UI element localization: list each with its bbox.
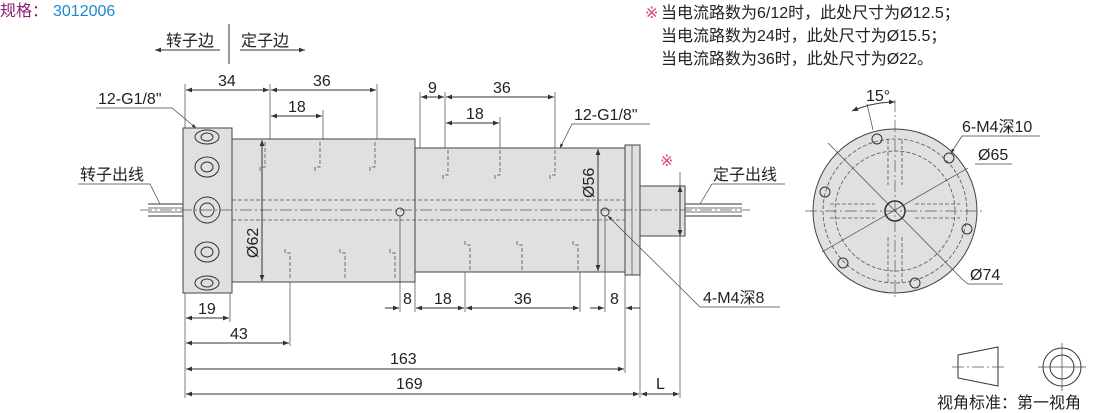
spec-label: 规格：: [0, 2, 48, 20]
port-label-left: 12-G1/8": [98, 91, 162, 108]
rotor-port-block: [182, 127, 233, 294]
dim-l: L: [656, 376, 665, 393]
top-dimensions: 34 36 18 9 36 18: [184, 73, 556, 148]
dim-19: 19: [198, 301, 216, 318]
circle-view-icon: [1038, 343, 1086, 391]
shaft-end: [639, 185, 686, 237]
dim-9: 9: [428, 80, 437, 97]
end-view: 15° 6-M4深10 Ø65 Ø74: [805, 88, 1040, 298]
rotor-wire-label: 转子出线: [80, 166, 144, 184]
rotor-wire-bundle: [148, 203, 184, 217]
bottom-dimensions: 19 43 8 18 36 8 163 169 L: [184, 216, 681, 398]
note-line: 当电流路数为6/12时，此处尺寸为Ø12.5；: [661, 4, 960, 22]
cone-icon: [957, 346, 999, 387]
note-line: 当电流路数为24时，此处尺寸为Ø15.5；: [661, 27, 946, 45]
direction-indicator: 转子边 定子边: [155, 24, 305, 64]
port-icons: [193, 129, 221, 291]
stator-diameter: Ø56: [581, 168, 598, 198]
port-label-right: 12-G1/8": [574, 107, 638, 124]
dim-18: 18: [434, 291, 452, 308]
dim-36: 36: [514, 291, 532, 308]
end-holes-label: 6-M4深10: [962, 118, 1032, 136]
note-block: ※ 当电流路数为6/12时，此处尺寸为Ø12.5； 当电流路数为24时，此处尺寸…: [645, 4, 960, 68]
dim-8: 8: [403, 291, 412, 308]
m4-holes: [819, 133, 973, 289]
diameter-65: Ø65: [978, 147, 1008, 164]
dim-163: 163: [390, 351, 417, 368]
note-reference-mark: ※: [660, 153, 673, 170]
stator-side-label: 定子边: [241, 32, 289, 50]
rotor-diameter: Ø62: [245, 228, 262, 258]
stator-wire-label: 定子出线: [713, 166, 777, 184]
dim-18: 18: [466, 106, 484, 123]
projection-symbol: 视角标准：第一视角: [937, 343, 1086, 412]
dim-18: 18: [288, 99, 306, 116]
rotor-body: [231, 138, 416, 283]
stator-wire-bundle: [685, 203, 742, 217]
dim-8: 8: [610, 291, 619, 308]
projection-label: 视角标准：第一视角: [937, 394, 1081, 412]
dim-36: 36: [493, 80, 511, 97]
holes-label: 4-M4深8: [703, 289, 764, 307]
side-view: 34 36 18 9 36 18 12-G1/8" 12-G1/8" 转子出线 …: [78, 73, 785, 398]
note-line: 当电流路数为36时，此处尺寸为Ø22。: [661, 50, 933, 68]
angle-label: 15°: [866, 88, 890, 105]
diameter-74: Ø74: [970, 267, 1000, 284]
dim-43: 43: [230, 326, 248, 343]
spec-value: 3012006: [53, 3, 115, 20]
dim-34: 34: [218, 73, 236, 90]
dim-36: 36: [313, 73, 331, 90]
note-mark: ※: [645, 5, 658, 22]
rotor-side-label: 转子边: [166, 32, 214, 50]
dim-169: 169: [396, 376, 423, 393]
